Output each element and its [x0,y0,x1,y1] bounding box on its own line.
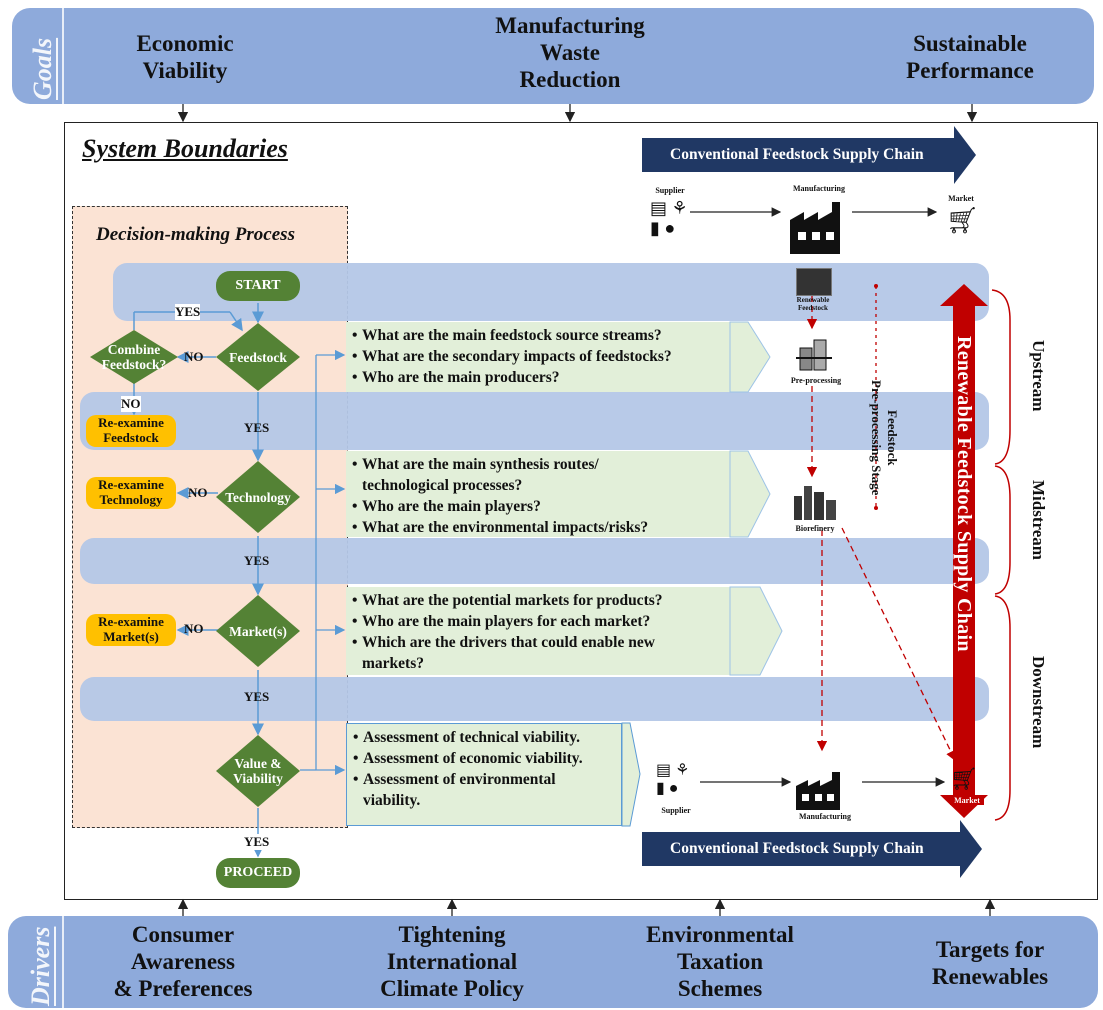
stage-upstream: Upstream [1029,340,1048,412]
factory-icon-bottom [796,772,840,810]
renewable-feedstock-label: Renewable Feedstock [796,296,830,312]
drivers-title: Drivers [26,926,55,1006]
factory-icon [790,202,840,254]
technology-questions: What are the main synthesis routes/ tech… [346,451,730,538]
system-boundaries-title: System Boundaries [82,134,288,163]
goals-divider [62,8,64,104]
supplier-icon-bottom: ▤ ⚘▮ ● [656,762,690,797]
preprocessing-stage-label: Feedstock Pre-processing Stage [869,380,900,496]
cart-icon-bottom: 🛒︎ [950,766,978,791]
proceed-node: PROCEED [216,858,300,888]
drivers-divider [62,916,64,1008]
driver-renewable-targets: Targets for Renewables [931,937,1049,989]
conventional-top-arrowhead [954,126,976,184]
biorefinery-label: Biorefinery [795,524,835,533]
driver-taxation: Environmental Taxation Schemes [646,922,794,1001]
supplier-icon: ▤ ⚘▮ ● [650,198,688,238]
no-label-feedstock: NO [184,349,204,364]
combine-feedstock-decision: Combine Feedstock? [90,330,178,384]
driver-consumer-awareness: Consumer Awareness & Preferences [113,922,253,1001]
technology-decision: Technology [216,461,300,533]
manufacturing-label-bottom: Manufacturing [799,812,851,821]
stripe-3 [80,677,989,721]
yes-label-4: YES [244,834,270,850]
feedstock-questions: What are the main feedstock source strea… [346,322,730,392]
driver-climate-policy: Tightening International Climate Policy [380,922,524,1001]
market-decision: Market(s) [216,595,300,667]
chevron-feedstock [729,321,771,393]
goals-band [12,8,1094,104]
preprocessing-label: Pre-processing [790,376,842,385]
chevron-market [729,586,783,676]
yes-label-2: YES [244,553,270,568]
start-node: START [216,271,300,301]
market-questions: What are the potential markets for produ… [346,587,730,675]
conventional-bottom-arrowhead [960,820,982,878]
supplier-label-top: Supplier [655,186,685,195]
no-label-technology: NO [188,485,208,500]
drivers-band [8,916,1098,1008]
stage-midstream: Midstream [1029,480,1048,560]
preprocessing-icon [796,339,832,371]
goal-sustainable-performance: Sustainable Performance [906,31,1034,83]
market-label-top: Market [948,194,974,203]
reexamine-feedstock: Re-examine Feedstock [86,415,176,447]
manufacturing-label-top: Manufacturing [793,184,845,193]
biorefinery-icon [794,486,836,520]
renewable-feedstock-icon [796,268,832,296]
reexamine-markets: Re-examine Market(s) [86,614,176,646]
cart-icon: 🛒︎ [946,206,980,235]
yes-label-combine: YES [175,304,201,320]
chevron-value [621,722,641,827]
no-label-market: NO [184,621,204,636]
feedstock-decision: Feedstock [216,323,300,391]
yes-label-3: YES [244,689,270,704]
conventional-chain-top: Conventional Feedstock Supply Chain [642,138,954,172]
value-viability-decision: Value & Viability [216,735,300,807]
goal-waste-reduction: Manufacturing Waste Reduction [495,13,645,92]
renewable-arrow [940,284,988,818]
supplier-label-bottom: Supplier [661,806,691,815]
stage-downstream: Downstream [1029,656,1048,749]
decision-process-title: Decision-making Process [96,224,295,245]
goal-economic-viability: Economic Viability [136,31,234,83]
conventional-chain-bottom: Conventional Feedstock Supply Chain [642,832,960,866]
stripe-2 [80,538,989,584]
renewable-chain-label: Renewable Feedstock Supply Chain [953,336,975,652]
chevron-technology [729,450,771,538]
yes-label-1: YES [244,420,270,435]
no-label-combine: NO [121,396,141,412]
market-label-bottom: Market [950,796,984,805]
stripe-1 [80,392,989,450]
reexamine-technology: Re-examine Technology [86,477,176,509]
